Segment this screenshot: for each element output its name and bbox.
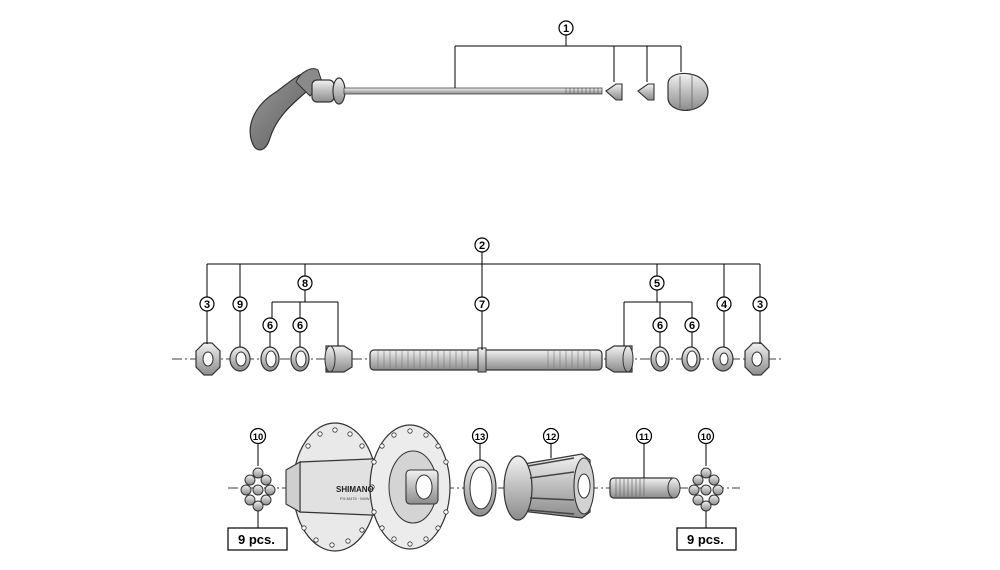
callout-number: 6 (657, 320, 663, 332)
callout-c10b: 10 (697, 427, 715, 445)
hub-brand-label: SHIMANO (336, 485, 374, 494)
callout-c6b: 6 (292, 317, 308, 333)
right-washer (712, 346, 734, 372)
hub-model-label: FH-M475 · M4W (340, 496, 370, 501)
hub-shell (285, 422, 451, 552)
right-ring-outer (681, 346, 701, 372)
left-cone (324, 345, 353, 373)
qty-left-label: 9 pcs. (238, 532, 275, 547)
callout-circle (558, 20, 574, 36)
callout-circle (697, 427, 715, 445)
callout-circle (474, 237, 490, 253)
callout-number: 13 (475, 432, 486, 443)
qty-right-label: 9 pcs. (687, 532, 724, 547)
callout-number: 1 (563, 23, 569, 35)
callout-c7: 7 (474, 296, 490, 312)
left-ball-bearings (240, 467, 276, 512)
callout-number: 11 (639, 432, 650, 443)
callout-c11: 11 (635, 427, 653, 445)
callout-number: 3 (204, 299, 210, 311)
hub-leaders (257, 443, 707, 530)
callout-number: 6 (689, 320, 695, 332)
callout-number: 6 (297, 320, 303, 332)
qty-box-right: 9 pcs. (676, 527, 737, 551)
freehub-spacer-ring (463, 459, 497, 517)
callout-circle (474, 296, 490, 312)
callout-circle (249, 427, 267, 445)
callout-number: 3 (757, 299, 763, 311)
callout-number: 9 (237, 299, 243, 311)
callout-c12: 12 (542, 427, 560, 445)
callout-circle (542, 427, 560, 445)
callout-number: 6 (267, 320, 273, 332)
callout-c10a: 10 (249, 427, 267, 445)
left-ring-outer (260, 346, 280, 372)
callout-number: 5 (654, 278, 660, 290)
callout-circle (471, 427, 489, 445)
right-flange-spoke-holes (369, 428, 449, 547)
callout-circle (652, 317, 668, 333)
callout-c2: 2 (474, 237, 490, 253)
callout-2-leaders (206, 252, 761, 350)
callout-c6c: 6 (652, 317, 668, 333)
callout-number: 10 (701, 432, 712, 443)
freehub-fixing-bolt (609, 477, 681, 499)
callout-circle (297, 275, 313, 291)
callout-c13: 13 (471, 427, 489, 445)
right-ball-bearings (688, 467, 724, 512)
right-cone (605, 345, 634, 373)
callout-c3a: 3 (199, 296, 215, 312)
callout-circle (716, 296, 732, 312)
callout-c6d: 6 (684, 317, 700, 333)
callout-circle (649, 275, 665, 291)
qr-spring-right (637, 83, 655, 101)
hub-axle (369, 347, 603, 373)
callout-circle (232, 296, 248, 312)
callout-number: 4 (721, 299, 728, 311)
callout-c3b: 3 (752, 296, 768, 312)
right-lock-nut (744, 342, 770, 376)
callout-circle (684, 317, 700, 333)
callout-c8: 8 (297, 275, 313, 291)
callout-number: 12 (546, 432, 557, 443)
callout-number: 2 (479, 240, 485, 252)
left-washer (229, 346, 251, 372)
callout-c5: 5 (649, 275, 665, 291)
qr-cam-body (311, 79, 335, 103)
qty-box-left: 9 pcs. (227, 527, 288, 551)
callout-circle (199, 296, 215, 312)
qr-end-nut (667, 72, 709, 111)
callout-c6a: 6 (262, 317, 278, 333)
callout-number: 8 (302, 278, 308, 290)
right-ring-inner (650, 346, 670, 372)
left-ring-inner (290, 346, 310, 372)
callout-number: 10 (253, 432, 264, 443)
callout-circle (262, 317, 278, 333)
callout-number: 7 (479, 299, 485, 311)
callout-circle (635, 427, 653, 445)
freehub-body (503, 453, 595, 521)
callout-circle (292, 317, 308, 333)
qr-spring-left (605, 83, 623, 101)
quick-release-skewer (249, 68, 709, 151)
qr-rod-thread (565, 88, 599, 94)
callout-circle (752, 296, 768, 312)
callout-1-leaders (454, 35, 682, 88)
left-flange-spoke-holes (301, 427, 365, 548)
callout-c1: 1 (558, 20, 574, 36)
qr-cam-washer (332, 77, 346, 105)
qr-rod (343, 87, 603, 95)
callout-c4: 4 (716, 296, 732, 312)
left-lock-nut (195, 342, 221, 376)
callout-c9: 9 (232, 296, 248, 312)
